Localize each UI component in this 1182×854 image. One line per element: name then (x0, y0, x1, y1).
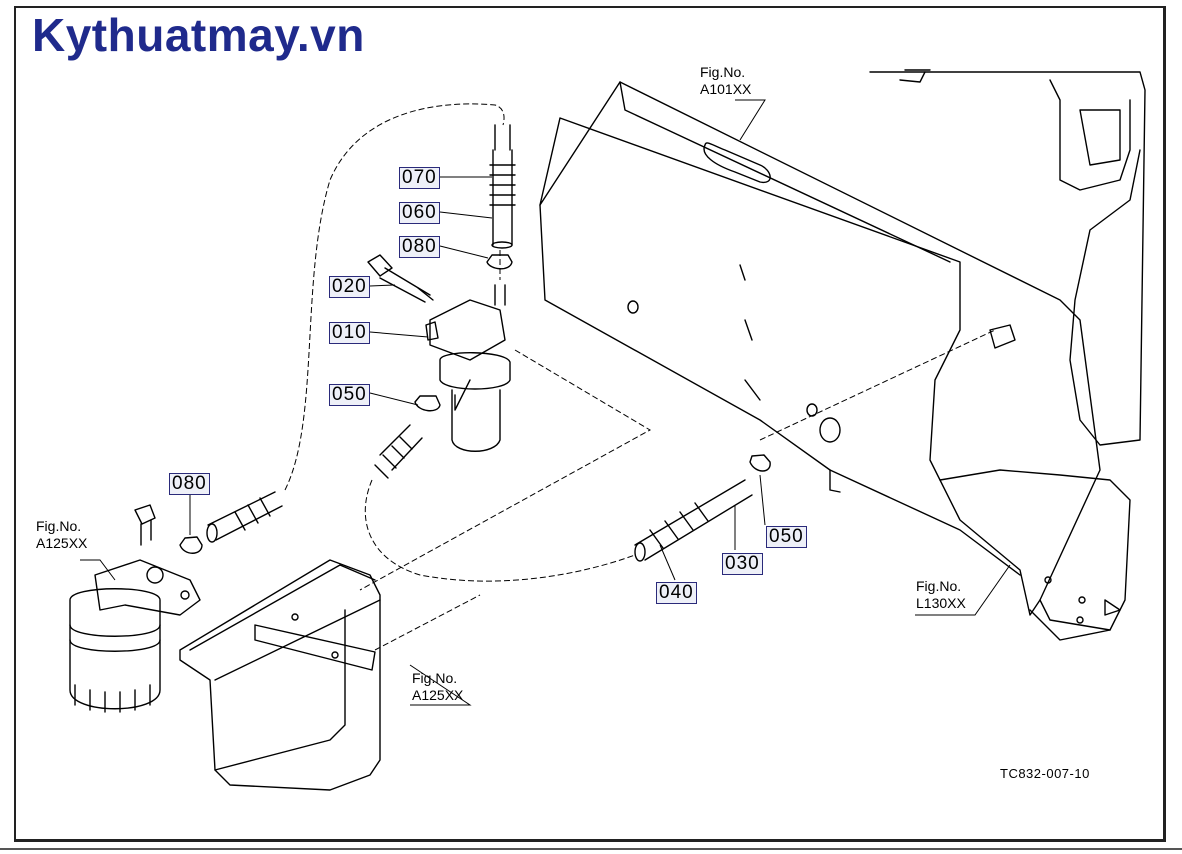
frame-panel (539, 81, 1101, 616)
callout-080-left: 080 (169, 473, 210, 495)
clip-080-top (486, 254, 513, 270)
brand-watermark: Kythuatmay.vn (32, 9, 365, 61)
figref-l130-number: L130XX (916, 595, 966, 611)
left-filter (69, 504, 201, 713)
callout-010: 010 (329, 322, 370, 344)
hose-top (489, 124, 516, 249)
callout-070: 070 (399, 167, 440, 189)
figref-l130: Fig.No. L130XX (916, 578, 966, 612)
callout-050-right: 050 (766, 526, 807, 548)
callout-020: 020 (329, 276, 370, 298)
bottom-rule (0, 848, 1182, 850)
figref-a101-number: A101XX (700, 81, 752, 97)
figref-l130-label: Fig.No. (916, 578, 962, 594)
hose-left (206, 491, 283, 543)
clip-050-right (749, 454, 771, 472)
clip-050-left (414, 395, 441, 412)
callout-060: 060 (399, 202, 440, 224)
engine-block (869, 71, 1146, 446)
figref-a125-left-number: A125XX (36, 535, 88, 551)
hose-lower-left (374, 424, 423, 479)
figref-a125-left: Fig.No. A125XX (36, 518, 87, 552)
hose-lower-right (634, 479, 753, 562)
callout-030: 030 (722, 553, 763, 575)
panel-slot (703, 142, 771, 184)
right-bracket (939, 469, 1131, 641)
fuel-filter (425, 284, 511, 452)
bolt-020 (367, 254, 434, 303)
figref-a125-bottom-label: Fig.No. (412, 670, 458, 686)
figref-a101-label: Fig.No. (700, 64, 746, 80)
figref-a125-bottom: Fig.No. A125XX (412, 670, 463, 704)
lower-tank (179, 559, 381, 791)
callout-040: 040 (656, 582, 697, 604)
frame-panel-lower (539, 204, 1021, 576)
drawing-frame (14, 6, 1166, 842)
callout-080-top: 080 (399, 236, 440, 258)
drawing-code: TC832-007-10 (1000, 766, 1090, 781)
figref-a101: Fig.No. A101XX (700, 64, 751, 98)
figref-a125-left-label: Fig.No. (36, 518, 82, 534)
figref-a125-bottom-number: A125XX (412, 687, 464, 703)
callout-050-left: 050 (329, 384, 370, 406)
clip-080-left (179, 536, 203, 554)
